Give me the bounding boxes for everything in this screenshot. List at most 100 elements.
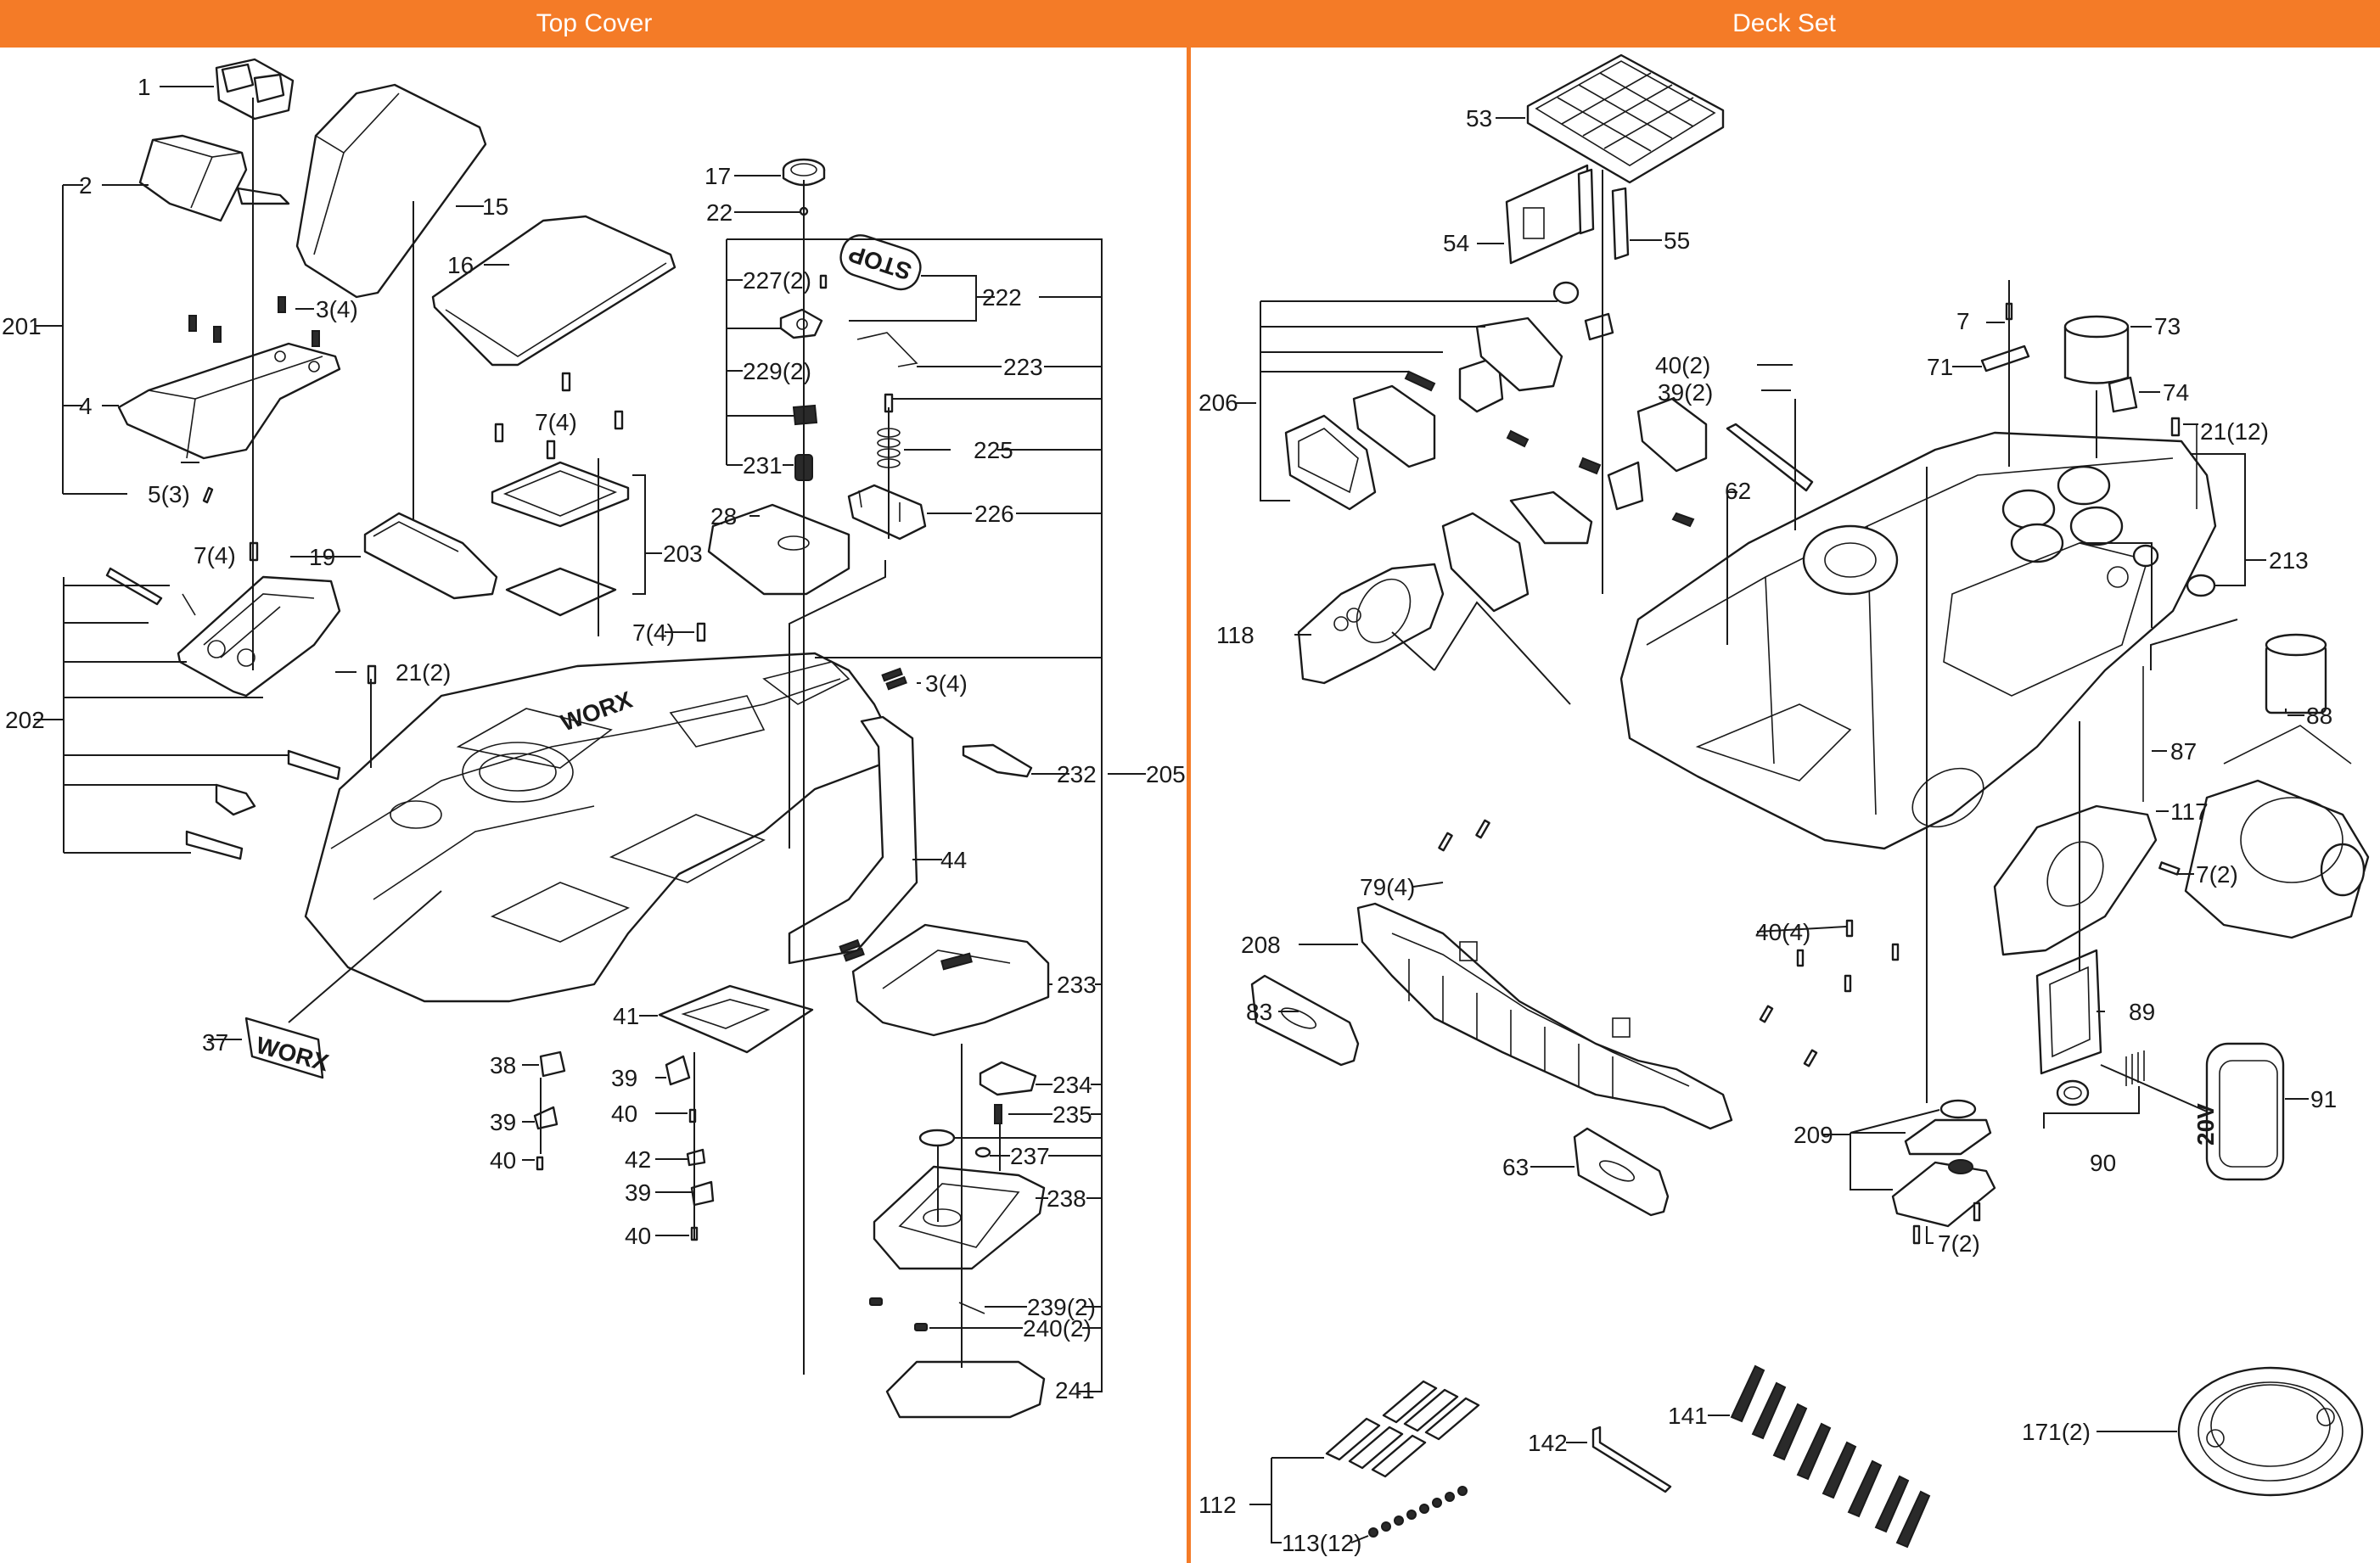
part-208-bumper-frame	[1356, 902, 1733, 1130]
callout-118: 118	[1216, 622, 1255, 648]
section-title-deck-set: Deck Set	[1732, 9, 1836, 37]
callout-17: 17	[704, 163, 731, 189]
callout-39c: 39	[625, 1179, 651, 1206]
part-241-gasket	[885, 1360, 1046, 1419]
part-202-hinge-assembly	[105, 567, 341, 860]
callout-21: 21(12)	[2200, 418, 2269, 445]
part-79-screws	[1438, 819, 1490, 852]
callout-62: 62	[1725, 478, 1751, 504]
part-88-blade-motor	[2184, 633, 2370, 939]
callout-41: 41	[613, 1003, 639, 1029]
callout-223: 223	[1003, 354, 1043, 380]
callout-238: 238	[1047, 1185, 1086, 1212]
callout-16: 16	[447, 252, 474, 278]
callout-39: 39(2)	[1658, 379, 1713, 406]
part-203-lid-and-gasket	[491, 461, 630, 617]
callout-171: 171(2)	[2022, 1419, 2091, 1445]
callout-42: 42	[625, 1146, 651, 1173]
callout-54: 54	[1443, 230, 1469, 256]
callout-63: 63	[1502, 1154, 1529, 1180]
callout-88: 88	[2306, 703, 2332, 729]
part-15-top-lid	[295, 83, 487, 299]
section-header-deck-set: Deck Set	[1188, 0, 2380, 48]
callout-2: 2	[79, 172, 93, 199]
callout-1: 1	[138, 74, 151, 100]
part-234-latch	[979, 1061, 1037, 1096]
battery-label: 20V	[2192, 1103, 2219, 1146]
callout-112: 112	[1198, 1492, 1237, 1518]
callout-222: 222	[982, 284, 1022, 311]
part-232-strip	[962, 743, 1033, 778]
callout-37: 37	[202, 1029, 228, 1056]
section-divider	[1187, 48, 1191, 1563]
part-7-screws-bottom-2	[1973, 1202, 1981, 1222]
part-63-pad	[1573, 1127, 1670, 1217]
callout-87: 87	[2170, 738, 2197, 765]
callout-235: 235	[1052, 1101, 1092, 1128]
part-1-button-pad	[215, 58, 295, 120]
top-cover-parts: STOP	[105, 58, 1050, 1419]
callout-79: 79(4)	[1360, 874, 1415, 900]
callout-74: 74	[2163, 379, 2189, 406]
part-237-cap	[974, 1146, 991, 1158]
part-235-spring	[994, 1104, 1002, 1124]
callout-226: 226	[974, 501, 1014, 527]
part-206-wheel-assembly	[1284, 281, 1614, 511]
callout-55: 55	[1664, 227, 1690, 254]
callout-21: 21(2)	[396, 659, 451, 686]
callout-83: 83	[1246, 999, 1272, 1025]
part-113-screws	[1368, 1486, 1468, 1538]
callout-5: 5(3)	[148, 481, 190, 507]
callout-234: 234	[1052, 1072, 1092, 1098]
part-91-battery: 20V	[2192, 1042, 2285, 1181]
callout-39a: 39	[611, 1065, 637, 1091]
callout-142: 142	[1528, 1430, 1568, 1456]
callout-40b: 40	[490, 1147, 516, 1174]
callout-15: 15	[482, 193, 508, 220]
callout-40a: 40(2)	[1655, 352, 1710, 378]
deck-set-callouts: 53 54 55 206 7 71 73 74 21(12) 40(2) 39(…	[1198, 105, 2337, 1556]
callout-40c: 40	[625, 1223, 651, 1249]
main-deck-chassis	[1619, 431, 2217, 850]
part-117-wheel-cover	[1993, 804, 2158, 956]
part-73-magnet	[2063, 315, 2130, 384]
part-74-connector	[2108, 376, 2138, 413]
callout-202: 202	[5, 707, 45, 733]
part-206b-wheel-assembly	[1441, 397, 1708, 613]
part-209-charging-module	[1891, 1099, 1996, 1228]
callout-40a: 40	[611, 1101, 637, 1127]
callout-28: 28	[710, 503, 737, 529]
callout-113: 113(12)	[1282, 1530, 1361, 1556]
part-19-tray	[363, 512, 498, 600]
part-55b-rail	[1577, 168, 1595, 235]
callout-19: 19	[309, 544, 335, 570]
callout-227: 227(2)	[743, 267, 811, 294]
part-226-switch-base	[847, 484, 927, 541]
callout-201: 201	[2, 313, 42, 339]
callout-241: 241	[1055, 1377, 1095, 1403]
part-3-screws-right	[839, 667, 907, 962]
callout-44: 44	[940, 847, 967, 873]
callout-206: 206	[1198, 389, 1238, 416]
callout-203: 203	[663, 541, 703, 567]
part-7-screw-right	[2158, 861, 2181, 876]
part-44-handle	[788, 715, 918, 965]
main-top-cover-body: WORX	[304, 652, 893, 1003]
callout-117: 117	[2170, 798, 2209, 825]
part-oring	[918, 1129, 956, 1147]
part-7-screws-bottom	[1912, 1224, 1921, 1245]
callout-231: 231	[743, 452, 783, 479]
part-238-battery-tray	[873, 1165, 1046, 1270]
callout-7c: 7(2)	[1938, 1230, 1980, 1257]
part-239-pin	[958, 1302, 985, 1314]
part-71-sensor	[1980, 345, 2030, 373]
section-title-top-cover: Top Cover	[536, 9, 653, 37]
part-mount-plate	[779, 308, 823, 339]
part-5-screw	[202, 486, 214, 504]
callout-3b: 3(4)	[925, 670, 968, 697]
callout-229: 229(2)	[743, 358, 811, 384]
callout-7a: 7(4)	[535, 409, 577, 435]
callout-38: 38	[490, 1052, 516, 1078]
callout-141: 141	[1668, 1403, 1708, 1429]
part-118-wheel-cover	[1297, 563, 1445, 685]
